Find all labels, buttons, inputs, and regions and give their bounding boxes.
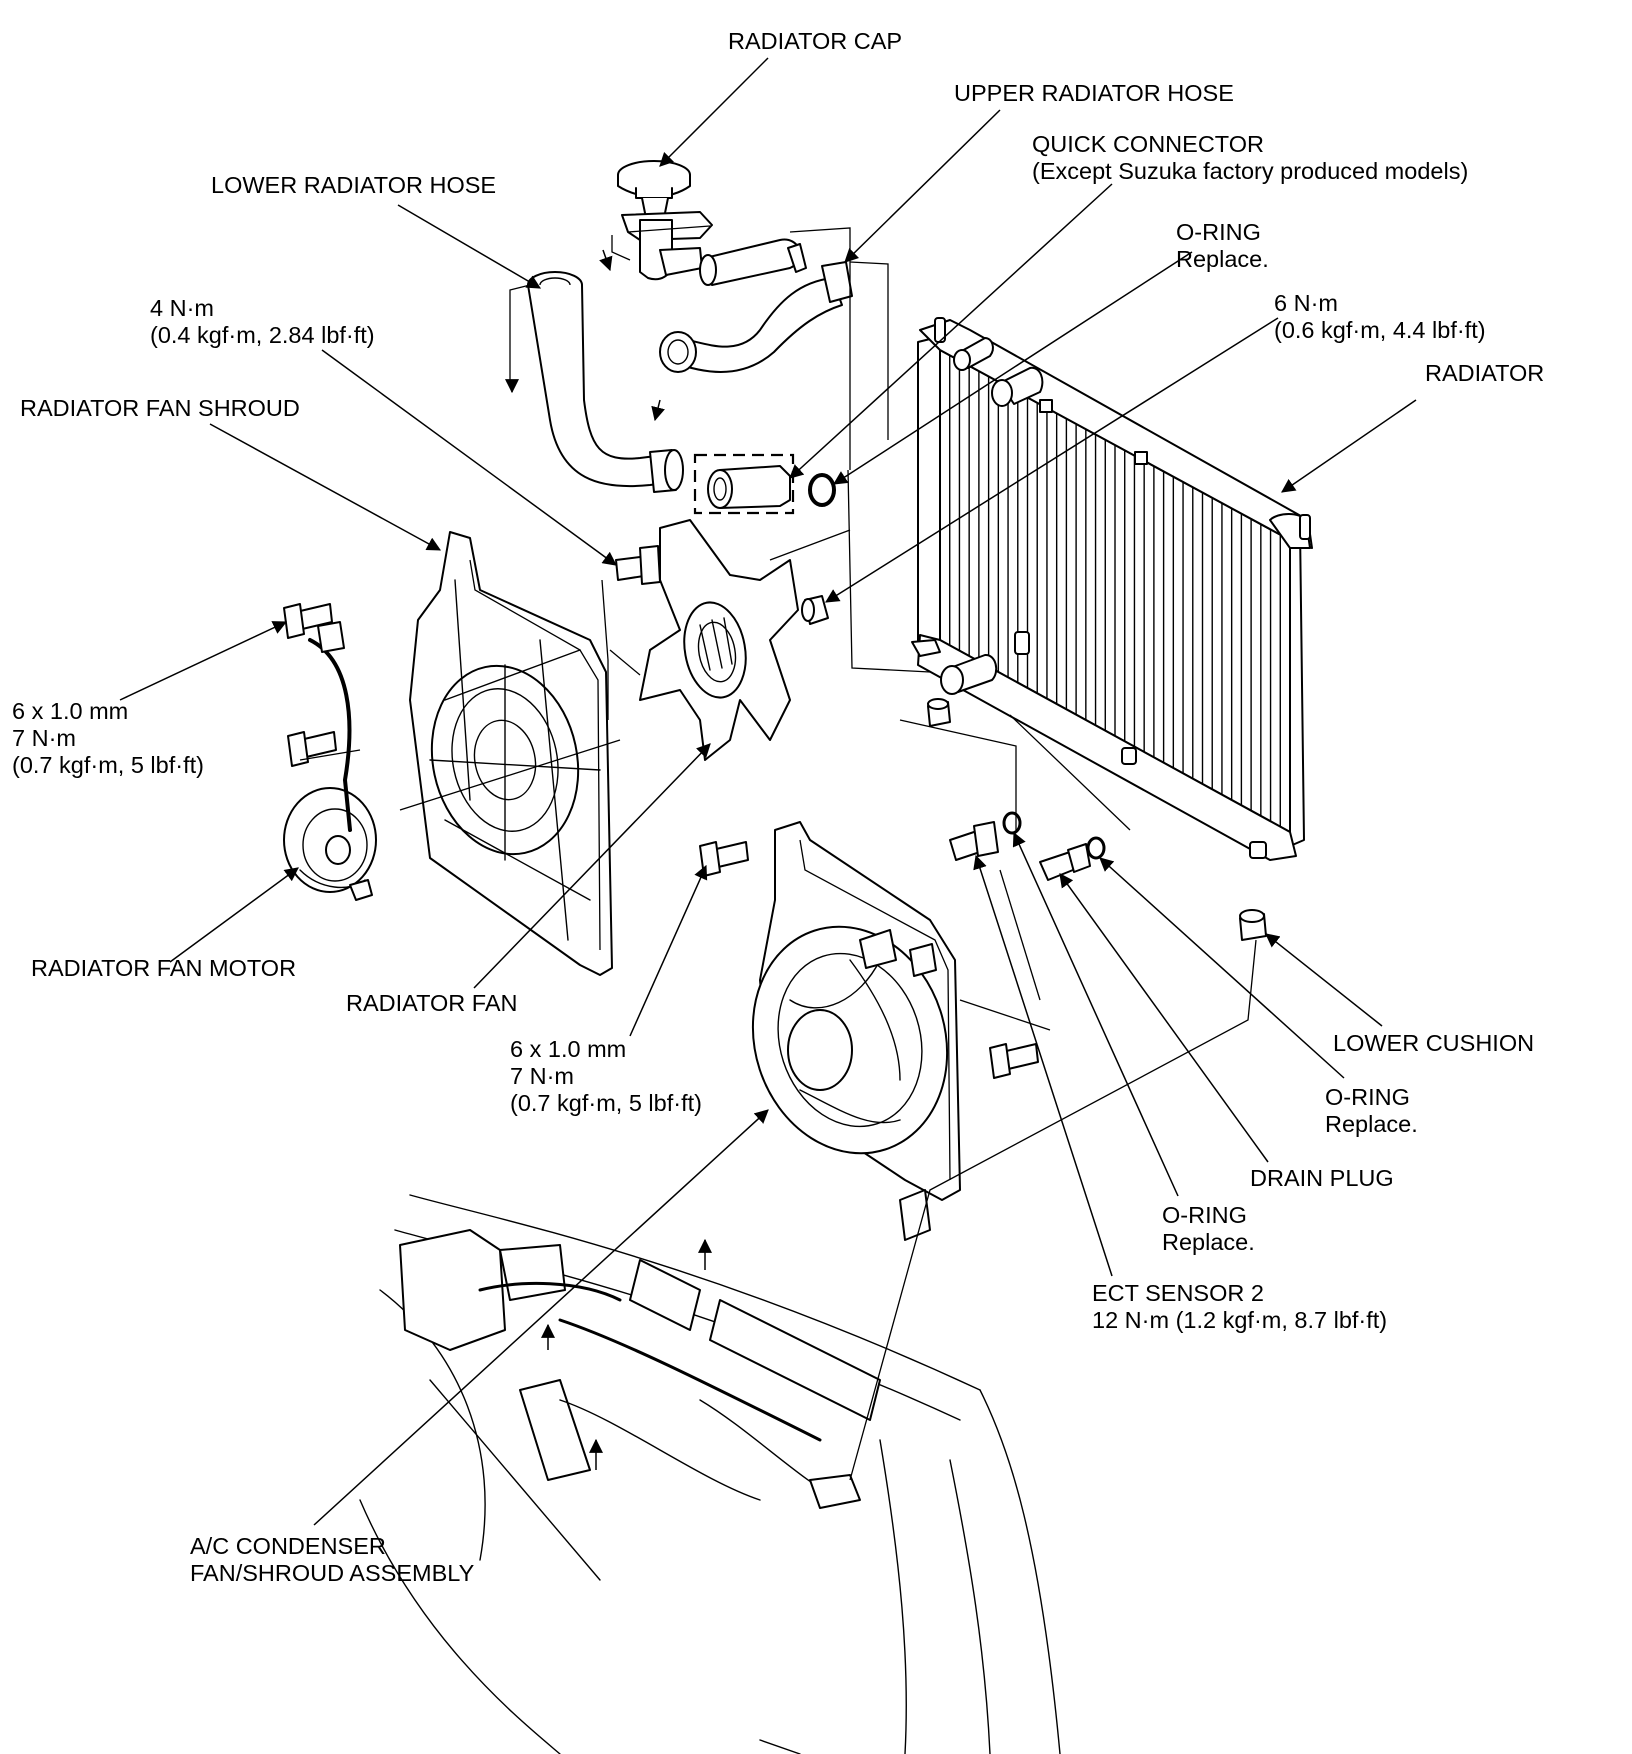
- o-ring-bottom-part: [1002, 811, 1022, 835]
- bolt-center: [699, 841, 749, 877]
- label-line: LOWER CUSHION: [1333, 1030, 1535, 1056]
- label-ac-condenser: A/C CONDENSER FAN/SHROUD ASSEMBLY: [190, 1533, 474, 1587]
- ect-sensor-part: [949, 821, 999, 861]
- label-line: (0.6 kgf·m, 4.4 lbf·ft): [1274, 317, 1486, 343]
- leader-lower-radiator-hose: [397, 204, 542, 289]
- label-line: O-RING: [1176, 219, 1261, 245]
- label-radiator: RADIATOR: [1425, 360, 1544, 387]
- label-line: (0.7 kgf·m, 5 lbf·ft): [12, 752, 204, 778]
- label-bolt-spec-center: 6 x 1.0 mm 7 N·m (0.7 kgf·m, 5 lbf·ft): [510, 1036, 702, 1117]
- label-line: QUICK CONNECTOR: [1032, 131, 1264, 157]
- bolt-condenser: [989, 1043, 1039, 1079]
- leader-radiator-fan-shroud: [209, 423, 442, 551]
- label-line: 12 N·m (1.2 kgf·m, 8.7 lbf·ft): [1092, 1307, 1388, 1333]
- radiator-cap-part: [617, 160, 713, 281]
- label-torque-6nm: 6 N·m (0.6 kgf·m, 4.4 lbf·ft): [1274, 290, 1486, 344]
- label-line: 6 x 1.0 mm: [510, 1036, 627, 1062]
- radiator-part: [911, 317, 1313, 861]
- label-drain-plug: DRAIN PLUG: [1250, 1165, 1394, 1192]
- label-line: UPPER RADIATOR HOSE: [954, 80, 1234, 106]
- o-ring-top-part: [808, 473, 836, 507]
- label-ect-sensor-2: ECT SENSOR 2 12 N·m (1.2 kgf·m, 8.7 lbf·…: [1092, 1280, 1387, 1334]
- leader-radiator-fan: [473, 743, 711, 989]
- alignment-lines: [299, 225, 1257, 1481]
- leader-lower-cushion: [1265, 933, 1383, 1027]
- leader-o-ring-right: [1099, 857, 1345, 1079]
- label-line: 7 N·m: [510, 1063, 574, 1089]
- label-o-ring-top: O-RING Replace.: [1176, 219, 1269, 273]
- label-line: FAN/SHROUD ASSEMBLY: [190, 1560, 475, 1586]
- label-line: RADIATOR CAP: [728, 28, 903, 54]
- label-torque-4nm: 4 N·m (0.4 kgf·m, 2.84 lbf·ft): [150, 295, 375, 349]
- lower-cushion-part: [1239, 909, 1267, 941]
- vehicle-front: [359, 1194, 1061, 1754]
- ac-condenser-fan-part: [751, 821, 961, 1241]
- leader-radiator: [1281, 399, 1417, 493]
- bolt-4nm: [615, 545, 661, 585]
- label-line: RADIATOR FAN SHROUD: [20, 395, 300, 421]
- label-upper-radiator-hose: UPPER RADIATOR HOSE: [954, 80, 1234, 107]
- radiator-fan-shroud-part: [409, 531, 613, 976]
- label-line: DRAIN PLUG: [1250, 1165, 1394, 1191]
- nut-6nm: [801, 595, 829, 625]
- upper-radiator-hose-part: [659, 238, 853, 373]
- label-line: 6 x 1.0 mm: [12, 698, 129, 724]
- quick-connector-part: [693, 453, 795, 515]
- label-radiator-fan: RADIATOR FAN: [346, 990, 518, 1017]
- label-lower-radiator-hose: LOWER RADIATOR HOSE: [211, 172, 496, 199]
- label-line: (0.7 kgf·m, 5 lbf·ft): [510, 1090, 702, 1116]
- label-bolt-spec-left: 6 x 1.0 mm 7 N·m (0.7 kgf·m, 5 lbf·ft): [12, 698, 204, 779]
- leader-ect-sensor-2: [973, 854, 1113, 1277]
- leader-bolt-spec-left: [119, 621, 288, 701]
- leader-upper-radiator-hose: [844, 109, 1001, 263]
- leader-o-ring-top: [833, 251, 1193, 485]
- label-line: O-RING: [1162, 1202, 1247, 1228]
- leader-bolt-spec-center: [629, 864, 708, 1037]
- drain-plug-part: [1039, 843, 1091, 881]
- leader-drain-plug: [1059, 873, 1269, 1163]
- leader-quick-connector: [789, 183, 1113, 479]
- leader-lines: [119, 57, 1417, 1526]
- radiator-fan-part: [639, 519, 799, 761]
- leader-torque-4nm: [321, 349, 617, 566]
- label-line: (0.4 kgf·m, 2.84 lbf·ft): [150, 322, 375, 348]
- label-line: 7 N·m: [12, 725, 76, 751]
- label-line: 6 N·m: [1274, 290, 1338, 316]
- radiator-fan-motor-part: [283, 621, 377, 901]
- label-radiator-cap: RADIATOR CAP: [728, 28, 902, 55]
- label-radiator-fan-shroud: RADIATOR FAN SHROUD: [20, 395, 300, 422]
- upper-cushions: [927, 698, 951, 727]
- label-o-ring-bottom: O-RING Replace.: [1162, 1202, 1255, 1256]
- label-line: Replace.: [1176, 246, 1269, 272]
- label-line: O-RING: [1325, 1084, 1410, 1110]
- leader-ac-condenser: [313, 1109, 769, 1526]
- lower-radiator-hose-part: [527, 271, 684, 493]
- leader-radiator-cap: [659, 57, 769, 167]
- label-radiator-fan-motor: RADIATOR FAN MOTOR: [31, 955, 296, 982]
- leader-radiator-fan-motor: [169, 867, 299, 963]
- label-line: RADIATOR FAN MOTOR: [31, 955, 297, 981]
- label-line: A/C CONDENSER: [190, 1533, 386, 1559]
- label-line: (Except Suzuka factory produced models): [1032, 158, 1469, 184]
- label-line: Replace.: [1162, 1229, 1255, 1255]
- label-line: ECT SENSOR 2: [1092, 1280, 1264, 1306]
- bolt-left-lower: [287, 731, 337, 767]
- label-quick-connector: QUICK CONNECTOR (Except Suzuka factory p…: [1032, 131, 1468, 185]
- label-lower-cushion: LOWER CUSHION: [1333, 1030, 1534, 1057]
- direction-arrows: [505, 249, 712, 1470]
- label-line: 4 N·m: [150, 295, 214, 321]
- leader-o-ring-bottom: [1012, 831, 1179, 1197]
- label-line: Replace.: [1325, 1111, 1418, 1137]
- label-line: RADIATOR: [1425, 360, 1545, 386]
- label-line: LOWER RADIATOR HOSE: [211, 172, 497, 198]
- label-line: RADIATOR FAN: [346, 990, 518, 1016]
- o-ring-right-part: [1086, 836, 1106, 860]
- leader-torque-6nm: [825, 317, 1279, 603]
- label-o-ring-right: O-RING Replace.: [1325, 1084, 1418, 1138]
